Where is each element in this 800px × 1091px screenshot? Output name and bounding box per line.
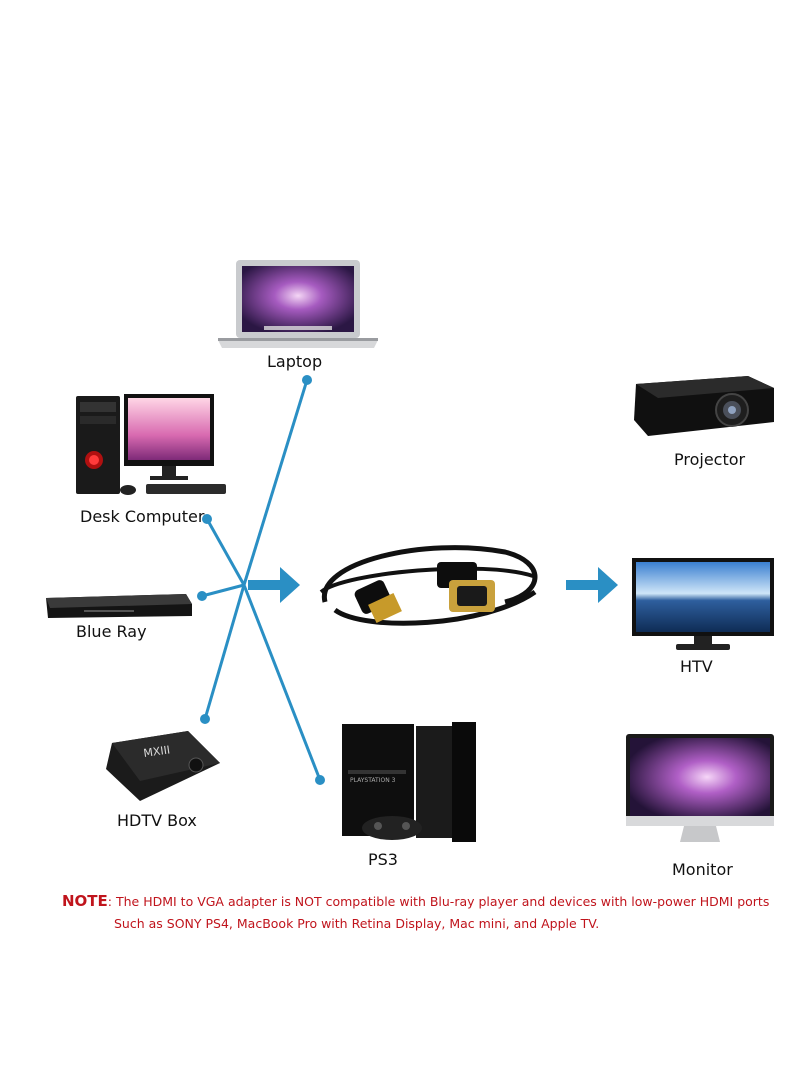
note-line-1: NOTE: The HDMI to VGA adapter is NOT com…: [62, 890, 792, 913]
line-ps3: [242, 584, 322, 781]
desk-computer-icon: [76, 394, 226, 495]
note-text-1: : The HDMI to VGA adapter is NOT compati…: [107, 894, 770, 909]
dot-laptop: [302, 375, 312, 385]
desk-computer-label: Desk Computer: [80, 507, 205, 526]
laptop-label: Laptop: [267, 352, 323, 371]
hdtv-box-label: HDTV Box: [117, 811, 197, 830]
line-hdtv-box: [203, 584, 246, 720]
line-blue-ray: [201, 583, 245, 598]
arrow-input-icon: [248, 567, 300, 603]
note-label: NOTE: [62, 892, 108, 910]
ps3-label: PS3: [368, 850, 398, 869]
ps3-console-icon: PLAYSTATION 3: [342, 722, 476, 842]
projector-label: Projector: [674, 450, 746, 469]
dot-blue-ray: [197, 591, 207, 601]
blue-ray-player-icon: [46, 594, 192, 618]
monitor-label: Monitor: [672, 860, 733, 879]
svg-text:MXIII: MXIII: [143, 743, 171, 760]
projector-icon: [634, 376, 774, 436]
dot-hdtv-box: [200, 714, 210, 724]
hdmi-vga-cable-icon: [319, 545, 538, 626]
line-laptop: [242, 379, 309, 586]
htv-label: HTV: [680, 657, 713, 676]
svg-text:PLAYSTATION 3: PLAYSTATION 3: [350, 777, 396, 784]
dot-desk-computer: [202, 514, 212, 524]
monitor-icon: [626, 734, 774, 842]
htv-television-icon: [632, 558, 774, 650]
laptop-icon: [218, 260, 378, 348]
compatibility-note: NOTE: The HDMI to VGA adapter is NOT com…: [62, 890, 792, 935]
blue-ray-label: Blue Ray: [76, 622, 147, 641]
arrow-output-icon: [566, 567, 618, 603]
hdtv-box-icon: MXIII: [106, 731, 220, 801]
dot-ps3: [315, 775, 325, 785]
line-desk-computer: [205, 518, 246, 586]
note-text-2: Such as SONY PS4, MacBook Pro with Retin…: [114, 916, 600, 931]
